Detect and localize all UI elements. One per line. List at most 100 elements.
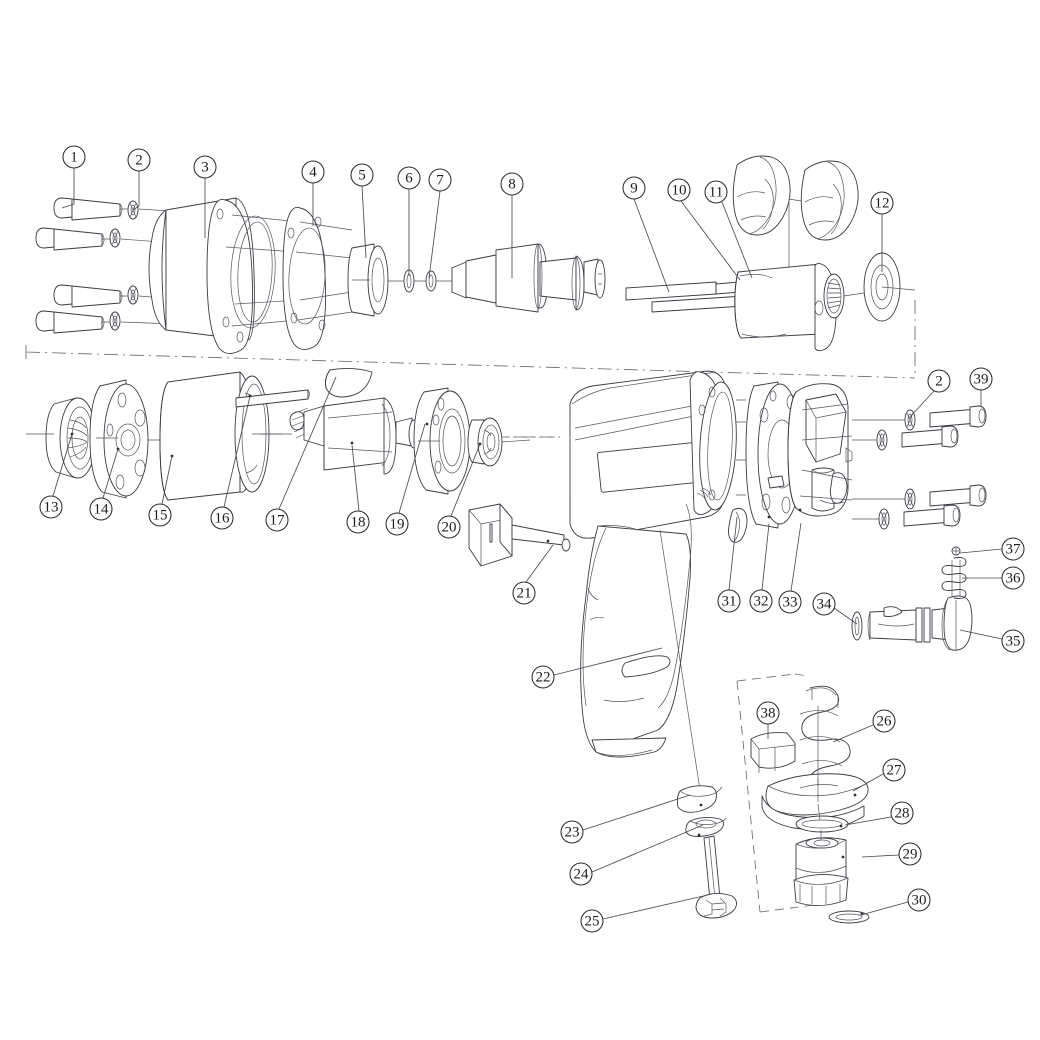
callout-circle (890, 801, 914, 825)
callout-circle (569, 862, 593, 886)
callout-label: 32 (754, 594, 769, 610)
callout-label: 8 (508, 177, 516, 193)
callout-label: 12 (875, 196, 890, 212)
lock-washer (876, 429, 888, 451)
cap-screw (35, 310, 105, 334)
callout-label: 35 (1006, 634, 1021, 650)
leader-line-14 (102, 448, 119, 499)
callout-label: 5 (358, 168, 366, 184)
leader-line-19 (398, 423, 426, 514)
rear-bearing-plate (89, 379, 168, 499)
callout-circle (898, 842, 922, 866)
callout-39[interactable]: 39 (969, 367, 993, 391)
callout-circle (704, 180, 728, 204)
callout-label: 2 (935, 374, 943, 390)
callout-36[interactable]: 36 (1001, 566, 1025, 590)
callout-34[interactable]: 34 (812, 592, 836, 616)
callout-4[interactable]: 4 (301, 160, 325, 184)
callout-circle (397, 166, 421, 190)
callout-24[interactable]: 24 (569, 862, 593, 886)
main-housing (569, 370, 737, 758)
trigger-axis (659, 529, 701, 791)
callout-15[interactable]: 15 (148, 503, 172, 527)
callout-1[interactable]: 1 (62, 145, 86, 169)
callout-38[interactable]: 38 (756, 701, 780, 725)
cap-screw (35, 227, 105, 251)
callout-28[interactable]: 28 (890, 801, 914, 825)
callout-circle (346, 510, 370, 534)
retaining-ring (728, 507, 748, 543)
callout-32[interactable]: 32 (749, 589, 773, 613)
front-washer (863, 252, 916, 322)
callout-label: 14 (94, 502, 110, 518)
callout-18[interactable]: 18 (346, 510, 370, 534)
callout-25[interactable]: 25 (580, 909, 604, 933)
callout-6[interactable]: 6 (397, 166, 421, 190)
callout-circle (927, 369, 951, 393)
cap-screw (929, 484, 987, 507)
callout-16[interactable]: 16 (210, 506, 234, 530)
leader-line-33 (790, 522, 802, 592)
callout-33[interactable]: 33 (778, 590, 802, 614)
callout-21[interactable]: 21 (512, 581, 536, 605)
callout-2[interactable]: 2 (127, 148, 151, 172)
callout-circle (265, 508, 289, 532)
callout-35[interactable]: 35 (1001, 629, 1025, 653)
hammer-frame (734, 262, 865, 352)
callout-26[interactable]: 26 (872, 709, 896, 733)
callout-12[interactable]: 12 (870, 191, 894, 215)
callout-label: 22 (536, 670, 551, 686)
callout-label: 7 (436, 173, 444, 189)
callout-label: 10 (672, 183, 687, 199)
reverse-valve-assembly (851, 546, 973, 651)
callout-circle (717, 589, 741, 613)
callout-circle (907, 888, 931, 912)
callout-8[interactable]: 8 (500, 172, 524, 196)
callout-11[interactable]: 11 (704, 180, 728, 204)
callout-23[interactable]: 23 (560, 820, 584, 844)
leader-line-1 (61, 168, 75, 209)
callout-3[interactable]: 3 (193, 155, 217, 179)
leader-line-7 (428, 190, 441, 279)
callout-37[interactable]: 37 (1001, 537, 1025, 561)
callout-22[interactable]: 22 (531, 665, 555, 689)
callout-label: 15 (153, 508, 168, 524)
front-bushing (347, 243, 389, 317)
callout-13[interactable]: 13 (39, 495, 63, 519)
trigger-valve-stem (695, 835, 737, 919)
leader-line-37 (959, 548, 1003, 554)
callout-14[interactable]: 14 (89, 497, 113, 521)
callout-30[interactable]: 30 (907, 888, 931, 912)
callout-circle (385, 512, 409, 536)
leader-line-16 (223, 395, 251, 508)
callout-31[interactable]: 31 (717, 589, 741, 613)
callout-label: 39 (974, 372, 989, 388)
callout-2[interactable]: 2 (927, 369, 951, 393)
callout-7[interactable]: 7 (428, 168, 452, 192)
callout-29[interactable]: 29 (898, 842, 922, 866)
leader-line-34 (833, 607, 858, 625)
callout-19[interactable]: 19 (385, 512, 409, 536)
callout-circle (301, 160, 325, 184)
callout-20[interactable]: 20 (437, 515, 461, 539)
callout-circle (62, 145, 86, 169)
cap-screws-group (35, 197, 123, 334)
callout-5[interactable]: 5 (350, 163, 374, 187)
right-cap-screws (852, 405, 987, 527)
callout-circle (756, 701, 780, 725)
rotor (260, 397, 420, 475)
leader-line-13 (52, 433, 73, 497)
callout-circle (749, 589, 773, 613)
throttle-valve-stack (750, 685, 870, 924)
callout-10[interactable]: 10 (667, 178, 691, 202)
callout-label: 19 (390, 517, 405, 533)
callout-27[interactable]: 27 (882, 758, 906, 782)
lock-washer (127, 285, 139, 305)
leader-lines (52, 168, 1003, 920)
throttle-o-ring (795, 815, 849, 833)
callout-9[interactable]: 9 (622, 176, 646, 200)
callout-circle (148, 503, 172, 527)
callout-circle (778, 590, 802, 614)
callout-17[interactable]: 17 (265, 508, 289, 532)
